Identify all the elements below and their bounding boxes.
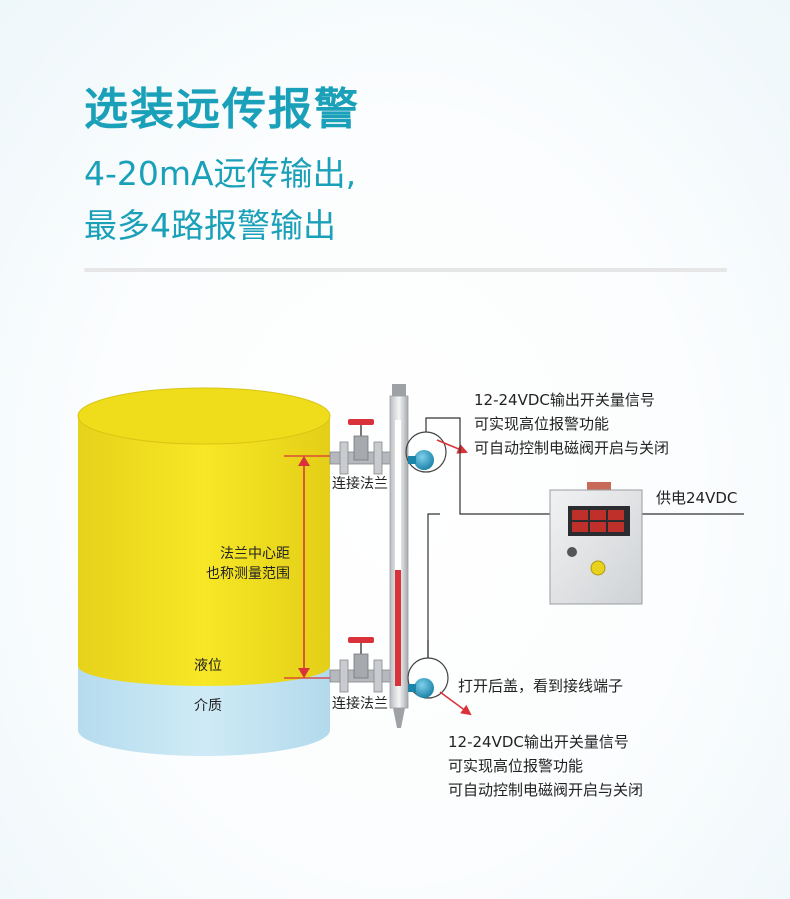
lower-signal-line-1: 12-24VDC输出开关量信号 [448, 733, 629, 751]
upper-signal-line-2: 可实现高位报警功能 [474, 415, 610, 433]
upper-signal-line-1: 12-24VDC输出开关量信号 [474, 391, 655, 409]
flange-lower-label: 连接法兰 [332, 696, 388, 712]
upper-flange-valve [329, 419, 395, 475]
medium-label: 介质 [194, 698, 222, 714]
tank-top [78, 388, 330, 444]
range-label-line-1: 法兰中心距 [220, 546, 290, 562]
tank-upper-liquid [78, 416, 330, 686]
subtitle-line-1: 4-20mA远传输出, [84, 154, 357, 193]
flange-upper-label: 连接法兰 [332, 476, 388, 492]
lower-signal-arrow [439, 691, 472, 716]
header-divider [84, 268, 727, 272]
liquid-level-label: 液位 [194, 658, 222, 674]
tank-medium [78, 666, 330, 756]
subtitle-line-2: 最多4路报警输出 [84, 206, 336, 245]
upper-transmitter [405, 431, 447, 473]
upper-signal-arrow [436, 439, 468, 454]
range-label-line-2: 也称测量范围 [206, 566, 290, 582]
lower-transmitter [407, 657, 449, 699]
level-gauge [389, 384, 409, 728]
page-title: 选装远传报警 [84, 84, 360, 135]
lower-flange-valve [329, 637, 395, 693]
lower-signal-line-2: 可实现高位报警功能 [448, 757, 584, 775]
control-box [549, 482, 643, 605]
wiring-note: 打开后盖，看到接线端子 [458, 677, 624, 695]
lower-signal-line-3: 可自动控制电磁阀开启与关闭 [448, 781, 644, 799]
wiring [425, 417, 744, 658]
tank [77, 387, 331, 756]
power-label: 供电24VDC [656, 489, 738, 507]
upper-signal-line-3: 可自动控制电磁阀开启与关闭 [474, 439, 670, 457]
